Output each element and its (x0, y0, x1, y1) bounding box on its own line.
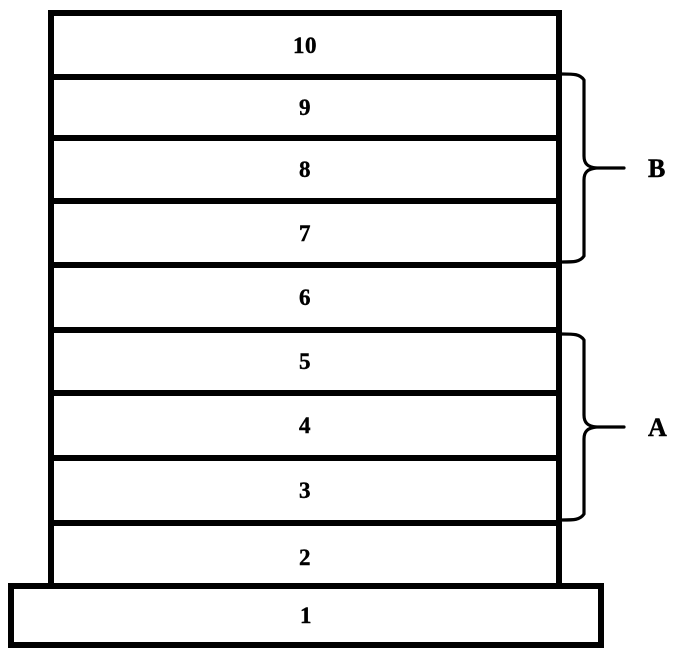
layer-4: 4 (54, 396, 556, 461)
bracket-b-icon (560, 68, 630, 268)
layer-1-substrate: 1 (8, 583, 604, 648)
layer-10-label: 10 (293, 32, 317, 58)
layer-10: 10 (54, 16, 556, 80)
bracket-a-icon (560, 328, 630, 526)
layer-2: 2 (54, 526, 556, 589)
layer-7-label: 7 (299, 220, 311, 246)
layer-3-label: 3 (299, 478, 311, 503)
layer-5-label: 5 (299, 349, 311, 374)
layer-9-label: 9 (299, 95, 311, 120)
layer-8: 8 (54, 141, 556, 204)
layer-3: 3 (54, 461, 556, 526)
bracket-a-label: A (648, 413, 667, 442)
bracket-b-label: B (648, 154, 666, 183)
layer-6: 6 (54, 268, 556, 333)
layer-4-label: 4 (299, 413, 311, 438)
layer-1-label: 1 (300, 603, 312, 628)
layer-5: 5 (54, 333, 556, 396)
layer-stack: 10 9 8 7 6 5 4 3 2 (48, 10, 562, 589)
layer-2-label: 2 (299, 545, 311, 570)
layer-7: 7 (54, 204, 556, 268)
layer-6-label: 6 (299, 285, 311, 310)
layer-8-label: 8 (299, 157, 311, 182)
layer-9: 9 (54, 80, 556, 141)
